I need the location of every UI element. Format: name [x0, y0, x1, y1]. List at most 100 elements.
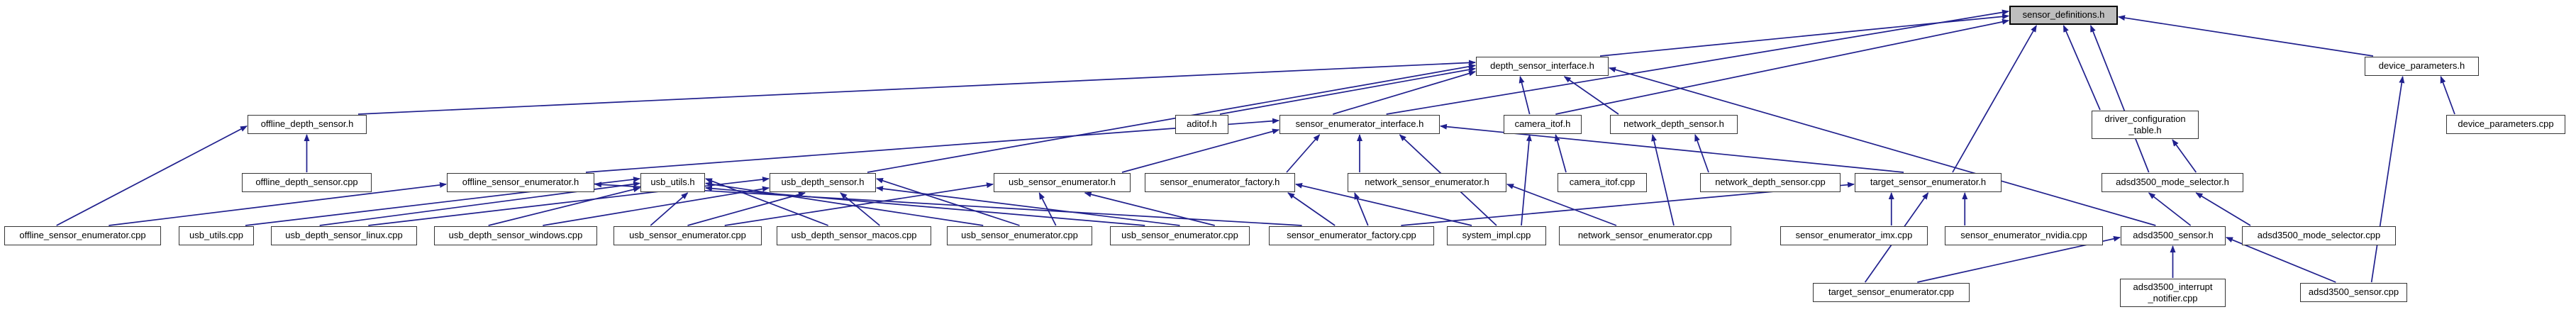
- include-edge-usb_sensor_enumerator_cpp_1-to-usb_depth_sensor_h: [687, 191, 806, 226]
- node-adsd3500_mode_selector_h[interactable]: adsd3500_mode_selector.h: [2102, 173, 2243, 192]
- node-label: aditof.h: [1187, 118, 1217, 130]
- include-edge-camera_itof_cpp-to-camera_itof_h: [1554, 134, 1567, 173]
- include-edge-usb_sensor_enumerator_cpp_1-to-usb_sensor_enumerator_h: [724, 182, 994, 226]
- include-edge-adsd3500_sensor_cpp-to-device_parameters_h: [2370, 76, 2405, 283]
- node-sensor_enumerator_nvidia_cpp[interactable]: sensor_enumerator_nvidia.cpp: [1945, 226, 2103, 245]
- node-label: sensor_enumerator_factory.cpp: [1287, 230, 1416, 241]
- node-device_parameters_h[interactable]: device_parameters.h: [2365, 57, 2479, 76]
- node-usb_utils_h[interactable]: usb_utils.h: [640, 173, 705, 192]
- node-label: sensor_enumerator_interface.h: [1295, 118, 1424, 130]
- node-label: network_sensor_enumerator.h: [1365, 177, 1489, 188]
- node-label: system_impl.cpp: [1462, 230, 1531, 241]
- include-edge-usb_sensor_enumerator_cpp_3-to-usb_sensor_enumerator_h: [1084, 191, 1215, 226]
- node-sensor_enumerator_interface_h[interactable]: sensor_enumerator_interface.h: [1279, 115, 1440, 134]
- include-edge-offline_sensor_enumerator_cpp-to-offline_depth_sensor_h: [56, 126, 248, 226]
- node-usb_depth_sensor_h[interactable]: usb_depth_sensor.h: [770, 173, 876, 192]
- node-offline_depth_sensor_h[interactable]: offline_depth_sensor.h: [248, 115, 367, 134]
- node-usb_sensor_enumerator_cpp_3[interactable]: usb_sensor_enumerator.cpp: [1110, 226, 1250, 245]
- node-label: usb_utils.cpp: [189, 230, 243, 241]
- node-offline_depth_sensor_cpp[interactable]: offline_depth_sensor.cpp: [242, 173, 372, 192]
- node-adsd3500_sensor_h[interactable]: adsd3500_sensor.h: [2121, 226, 2226, 245]
- include-edge-usb_depth_sensor_h-to-depth_sensor_interface_h: [867, 63, 1476, 173]
- node-driver_configuration_table_h[interactable]: driver_configuration _table.h: [2092, 111, 2199, 139]
- node-offline_sensor_enumerator_h[interactable]: offline_sensor_enumerator.h: [447, 173, 594, 192]
- node-adsd3500_mode_selector_cpp[interactable]: adsd3500_mode_selector.cpp: [2242, 226, 2396, 245]
- node-camera_itof_cpp[interactable]: camera_itof.cpp: [1558, 173, 1647, 192]
- node-usb_sensor_enumerator_cpp_1[interactable]: usb_sensor_enumerator.cpp: [614, 226, 762, 245]
- include-edge-aditof_h-to-depth_sensor_interface_h: [1219, 67, 1476, 115]
- node-sensor_enumerator_factory_cpp[interactable]: sensor_enumerator_factory.cpp: [1269, 226, 1434, 245]
- node-label: usb_depth_sensor_linux.cpp: [285, 230, 403, 241]
- include-edge-network_sensor_enumerator_cpp-to-network_depth_sensor_h: [1651, 134, 1675, 226]
- include-edge-usb_sensor_enumerator_cpp_1-to-usb_utils_h: [650, 192, 689, 226]
- node-aditof_h[interactable]: aditof.h: [1175, 115, 1228, 134]
- node-usb_sensor_enumerator_h[interactable]: usb_sensor_enumerator.h: [994, 173, 1131, 192]
- node-label: usb_sensor_enumerator.cpp: [629, 230, 746, 241]
- include-edge-usb_sensor_enumerator_cpp_3-to-usb_utils_h: [705, 185, 1145, 226]
- include-edge-usb_sensor_enumerator_cpp_2-to-usb_sensor_enumerator_h: [1038, 192, 1057, 226]
- include-edge-sensor_enumerator_factory_cpp-to-network_sensor_enumerator_h: [1354, 192, 1369, 226]
- include-edge-sensor_enumerator_factory_cpp-to-offline_sensor_enumerator_h: [594, 182, 1302, 226]
- node-label: usb_depth_sensor_macos.cpp: [791, 230, 917, 241]
- node-label: adsd3500_sensor.cpp: [2308, 286, 2399, 298]
- include-edge-device_parameters_h-to-sensor_definitions_h: [2118, 15, 2374, 57]
- node-label: network_sensor_enumerator.cpp: [1577, 230, 1713, 241]
- node-network_depth_sensor_h[interactable]: network_depth_sensor.h: [1610, 115, 1738, 134]
- node-label: offline_sensor_enumerator.cpp: [19, 230, 146, 241]
- include-edge-adsd3500_sensor_h-to-depth_sensor_interface_h: [1609, 67, 2156, 226]
- node-system_impl_cpp[interactable]: system_impl.cpp: [1447, 226, 1546, 245]
- include-edge-usb_depth_sensor_windows_cpp-to-usb_depth_sensor_h: [543, 186, 770, 226]
- node-label: usb_sensor_enumerator.h: [1008, 177, 1116, 188]
- include-edge-offline_depth_sensor_h-to-depth_sensor_interface_h: [357, 60, 1476, 115]
- node-offline_sensor_enumerator_cpp[interactable]: offline_sensor_enumerator.cpp: [4, 226, 161, 245]
- include-edge-system_impl_cpp-to-camera_itof_h: [1521, 134, 1532, 226]
- include-edge-adsd3500_mode_selector_cpp-to-adsd3500_mode_selector_h: [2195, 192, 2251, 226]
- include-edge-offline_sensor_enumerator_h-to-sensor_enumerator_interface_h: [585, 118, 1279, 173]
- node-depth_sensor_interface_h[interactable]: depth_sensor_interface.h: [1476, 57, 1609, 76]
- node-usb_utils_cpp[interactable]: usb_utils.cpp: [179, 226, 254, 245]
- include-edge-adsd3500_mode_selector_h-to-driver_configuration_table_h: [2172, 139, 2197, 173]
- node-device_parameters_cpp[interactable]: device_parameters.cpp: [2446, 115, 2565, 134]
- include-edge-network_sensor_enumerator_cpp-to-network_sensor_enumerator_h: [1506, 184, 1617, 226]
- node-sensor_enumerator_factory_h[interactable]: sensor_enumerator_factory.h: [1145, 173, 1295, 192]
- node-usb_depth_sensor_linux_cpp[interactable]: usb_depth_sensor_linux.cpp: [271, 226, 417, 245]
- include-edge-camera_itof_h-to-depth_sensor_interface_h: [1519, 76, 1531, 115]
- node-label: usb_utils.h: [650, 177, 695, 188]
- node-network_depth_sensor_cpp[interactable]: network_depth_sensor.cpp: [1700, 173, 1841, 192]
- node-camera_itof_h[interactable]: camera_itof.h: [1504, 115, 1582, 134]
- node-label: sensor_enumerator_factory.h: [1160, 177, 1280, 188]
- node-usb_depth_sensor_macos_cpp[interactable]: usb_depth_sensor_macos.cpp: [777, 226, 931, 245]
- node-label: target_sensor_enumerator.h: [1870, 177, 1987, 188]
- include-edge-camera_itof_h-to-sensor_definitions_h: [1555, 18, 2009, 115]
- node-sensor_enumerator_imx_cpp[interactable]: sensor_enumerator_imx.cpp: [1780, 226, 1928, 245]
- include-edge-usb_sensor_enumerator_h-to-sensor_enumerator_interface_h: [1121, 128, 1279, 173]
- include-edge-device_parameters_cpp-to-device_parameters_h: [2440, 76, 2455, 115]
- node-label: depth_sensor_interface.h: [1490, 60, 1594, 72]
- include-edge-sensor_enumerator_interface_h-to-sensor_definitions_h: [1386, 9, 2009, 115]
- node-usb_depth_sensor_windows_cpp[interactable]: usb_depth_sensor_windows.cpp: [434, 226, 597, 245]
- node-label: usb_depth_sensor.h: [781, 177, 865, 188]
- node-target_sensor_enumerator_cpp[interactable]: target_sensor_enumerator.cpp: [1813, 283, 1970, 302]
- node-sensor_definitions_h[interactable]: sensor_definitions.h: [2009, 6, 2118, 25]
- include-edge-usb_sensor_enumerator_cpp_2-to-usb_depth_sensor_h: [876, 178, 1020, 226]
- include-edge-network_depth_sensor_cpp-to-network_depth_sensor_h: [1694, 134, 1709, 173]
- node-network_sensor_enumerator_h[interactable]: network_sensor_enumerator.h: [1348, 173, 1506, 192]
- include-edge-sensor_enumerator_factory_cpp-to-sensor_enumerator_factory_h: [1287, 192, 1336, 226]
- node-label: offline_depth_sensor.h: [260, 118, 354, 130]
- include-edge-target_sensor_enumerator_h-to-sensor_definitions_h: [1952, 25, 2037, 173]
- include-edge-adsd3500_mode_selector_h-to-sensor_definitions_h: [2089, 25, 2150, 173]
- node-label: usb_sensor_enumerator.cpp: [961, 230, 1078, 241]
- node-label: device_parameters.h: [2378, 60, 2465, 72]
- node-adsd3500_sensor_cpp[interactable]: adsd3500_sensor.cpp: [2300, 283, 2407, 302]
- node-label: device_parameters.cpp: [2458, 118, 2554, 130]
- node-label: network_depth_sensor.cpp: [1715, 177, 1826, 188]
- node-target_sensor_enumerator_h[interactable]: target_sensor_enumerator.h: [1855, 173, 2002, 192]
- node-label: adsd3500_mode_selector.h: [2116, 177, 2229, 188]
- node-label: adsd3500_mode_selector.cpp: [2257, 230, 2381, 241]
- node-label: target_sensor_enumerator.cpp: [1828, 286, 1955, 298]
- node-network_sensor_enumerator_cpp[interactable]: network_sensor_enumerator.cpp: [1559, 226, 1731, 245]
- node-adsd3500_interrupt_notifier_cpp[interactable]: adsd3500_interrupt _notifier.cpp: [2120, 279, 2226, 307]
- node-usb_sensor_enumerator_cpp_2[interactable]: usb_sensor_enumerator.cpp: [947, 226, 1092, 245]
